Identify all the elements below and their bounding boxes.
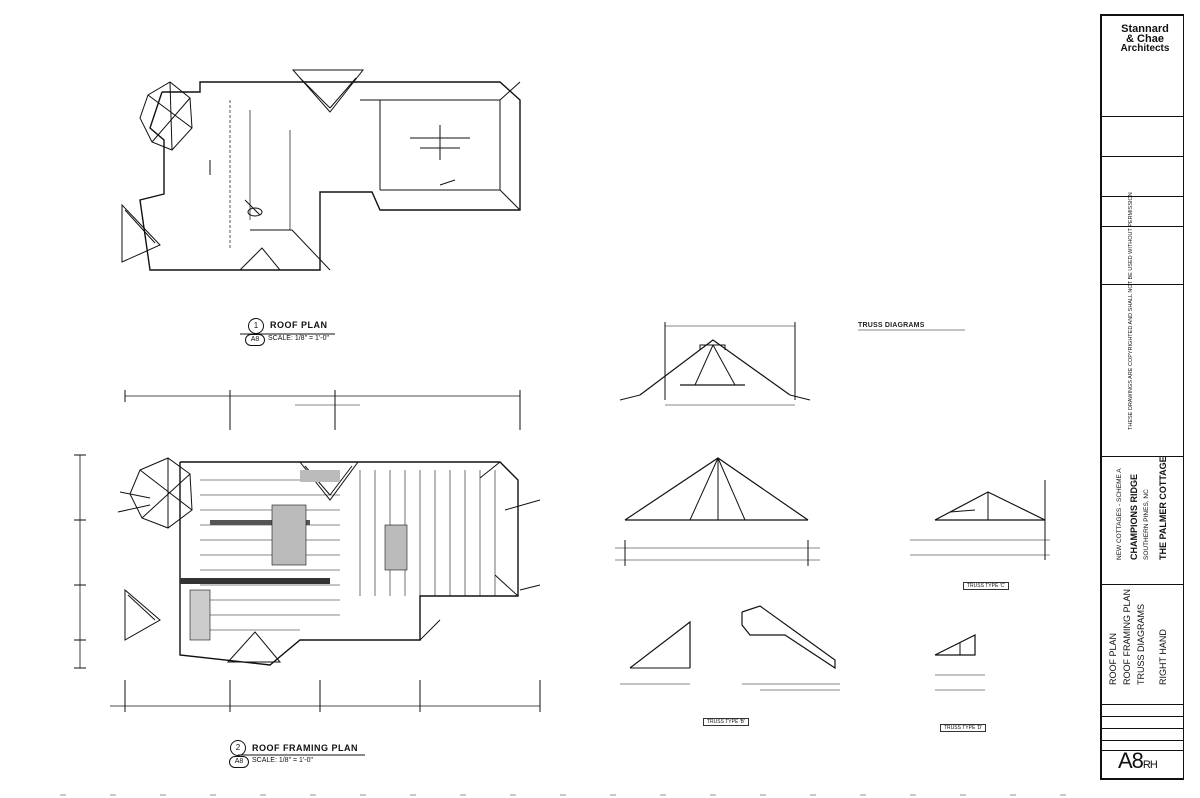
firm-logo: Stannard & Chae Architects (1113, 24, 1177, 54)
roof-plan-scale: SCALE: 1/8" = 1'-0" (268, 335, 329, 342)
roof-framing-plan-detail-number: 2 (230, 740, 246, 756)
sheet-title-2: ROOF FRAMING PLAN (1122, 588, 1132, 685)
copyright-disclaimer: THESE DRAWINGS ARE COPYRIGHTED AND SHALL… (1128, 192, 1134, 430)
sheet-number-value: A8 (1118, 748, 1144, 773)
roof-plan-detail-number: 1 (248, 318, 264, 334)
truss-type-c-label: TRUSS TYPE 'C' (963, 582, 1010, 590)
roof-plan-title: ROOF PLAN (270, 320, 328, 330)
project-series: NEW COTTAGES - SCHEME A (1116, 468, 1123, 560)
truss-type-d (934, 634, 985, 691)
truss-type-c (910, 480, 1050, 560)
truss-type-d-label: TRUSS TYPE 'D' (940, 724, 987, 732)
roof-plan-sheet-ref: A8 (245, 334, 265, 346)
sheet-number: A8RH (1118, 748, 1158, 774)
truss-type-a (615, 457, 820, 566)
sheet-title-3: TRUSS DIAGRAMS (1136, 603, 1146, 685)
roof-framing-plan-scale: SCALE: 1/8" = 1'-0" (252, 757, 313, 764)
truss-diagrams-heading: TRUSS DIAGRAMS (858, 322, 925, 329)
roof-framing-plan-drawing (74, 390, 541, 712)
firm-name-line2: & Chae (1126, 33, 1164, 45)
sheet-title-1: ROOF PLAN (1108, 632, 1118, 685)
project-name: CHAMPIONS RIDGE (1129, 473, 1139, 560)
title-block (1100, 14, 1184, 780)
firm-name-line3: Architects (1120, 43, 1170, 54)
truss-type-a-top (619, 322, 811, 406)
sheet-number-suffix: RH (1142, 759, 1158, 771)
roof-plan-drawing (121, 69, 521, 271)
sheet-title-4: RIGHT HAND (1158, 629, 1168, 685)
roof-framing-plan-title: ROOF FRAMING PLAN (252, 743, 358, 753)
roof-framing-plan-sheet-ref: A8 (229, 756, 249, 768)
firm-name-line1: Stannard (1121, 23, 1169, 35)
truss-type-b-label: TRUSS TYPE 'B' (703, 718, 749, 726)
project-location: SOUTHERN PINES, NC (1143, 489, 1150, 560)
cottage-name: THE PALMER COTTAGE (1158, 456, 1168, 560)
truss-type-b (620, 605, 840, 691)
